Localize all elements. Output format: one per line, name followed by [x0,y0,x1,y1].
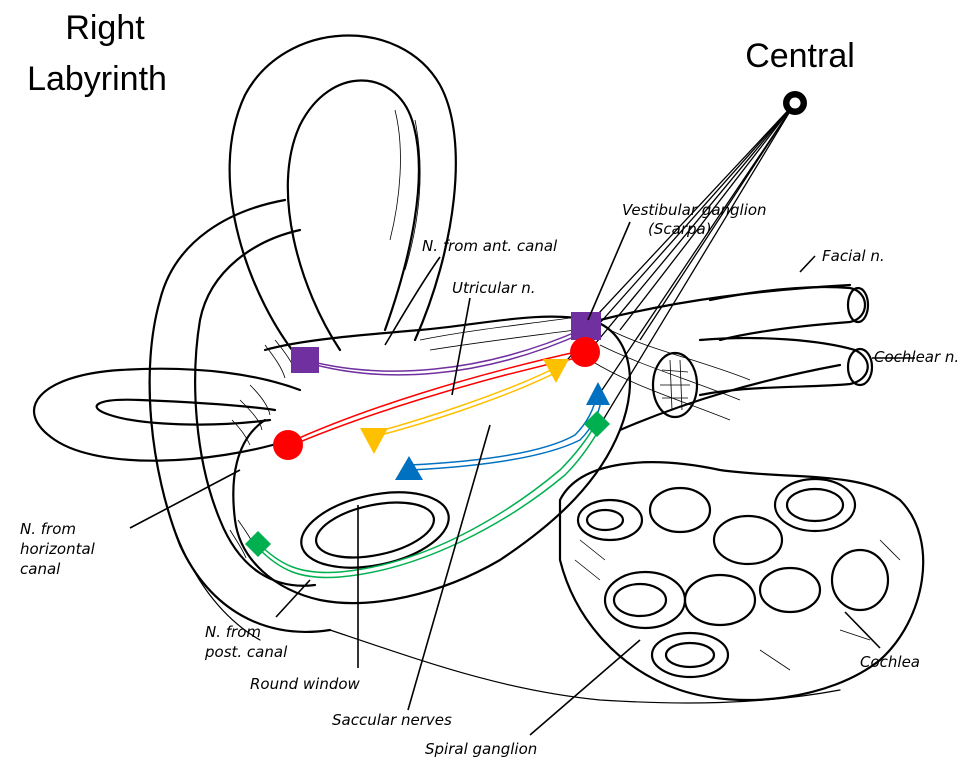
purple-square-ganglion [571,312,601,340]
title-central: Central [745,37,855,75]
horizontal-canal-outer [34,369,300,461]
purple-square-canal [291,347,319,373]
red-circle-canal [273,430,303,460]
green-fiber-2 [258,428,600,578]
red-fiber-2 [288,356,585,447]
label-round-window: Round window [250,675,361,693]
label-post-canal-2: post. canal [204,643,288,661]
central-node [783,91,807,115]
orange-triangle-utricle [360,428,388,454]
blue-fiber-2 [410,395,602,470]
orange-triangle-ganglion [543,359,569,383]
label-ant-canal: N. from ant. canal [422,237,558,255]
label-horizontal-1: N. from [20,520,76,538]
facial-nerve [710,287,865,340]
title-right: Right [65,9,145,47]
blue-triangle-ganglion [586,382,610,405]
horizontal-canal-inner [97,400,275,425]
label-horizontal-2: horizontal [20,540,96,558]
blue-fiber-1 [410,393,597,465]
round-window-outline [294,480,455,580]
labyrinth-drawing [34,35,923,703]
blue-triangle-saccule [395,456,423,480]
red-circle-ganglion [570,337,600,367]
posterior-canal-outer [150,200,330,632]
label-post-canal-1: N. from [205,623,261,641]
label-vestibular-ganglion: Vestibular ganglion [622,201,767,219]
label-horizontal-3: canal [20,560,61,578]
nerve-trunk-upper [600,285,850,320]
label-cochlea: Cochlea [860,653,920,671]
label-spiral-ganglion: Spiral ganglion [425,740,537,758]
title-labyrinth: Labyrinth [27,60,167,98]
cochlear-nerve [700,338,868,395]
label-cochlear-nerve: Cochlear n. [874,348,959,366]
label-scarpa: (Scarpa) [648,220,712,238]
anterior-canal-inner [288,80,419,350]
label-facial-nerve: Facial n. [822,247,885,265]
label-utricular: Utricular n. [452,279,536,297]
label-saccular-nerves: Saccular nerves [332,711,452,729]
